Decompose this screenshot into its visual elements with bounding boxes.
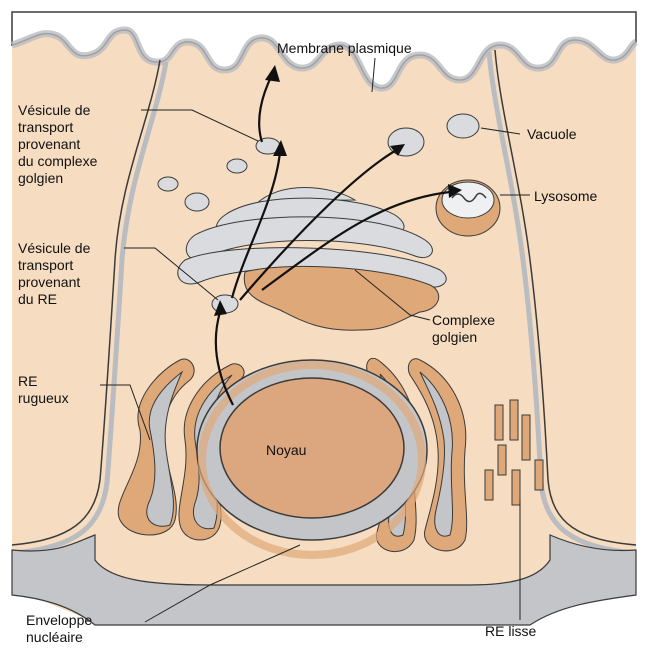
vesicle (227, 159, 247, 173)
vesicle (158, 177, 178, 191)
nucleus (220, 378, 404, 518)
label-vesicule-golgi: Vésicule de transport provenant du compl… (18, 102, 97, 187)
label-re-lisse: RE lisse (485, 623, 536, 640)
label-enveloppe-nucleaire: Enveloppe nucléaire (26, 612, 92, 646)
label-re-rugueux: RE rugueux (18, 373, 69, 407)
label-vacuole: Vacuole (527, 126, 577, 143)
label-complexe-golgien: Complexe golgien (432, 312, 495, 346)
vesicle (185, 193, 209, 211)
vacuole (447, 114, 479, 138)
label-membrane-plasmique: Membrane plasmique (277, 40, 412, 57)
label-lysosome: Lysosome (534, 188, 597, 205)
label-noyau: Noyau (266, 442, 306, 459)
label-vesicule-re: Vésicule de transport provenant du RE (18, 240, 90, 308)
